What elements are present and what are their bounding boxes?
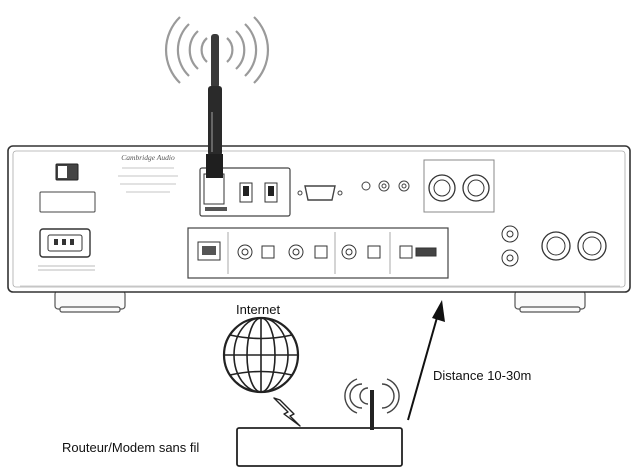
router-label: Routeur/Modem sans fil [62,440,200,455]
wireless-link-bolt [273,397,301,427]
distance-label: Distance 10-30m [433,368,532,383]
rs232-port [297,185,343,201]
control-jacks [361,180,410,192]
device-feet [54,290,586,313]
wifi-usb-module [199,167,291,217]
rating-label [39,191,96,213]
internet-label: Internet [236,302,281,317]
iec-power-inlet [39,228,91,258]
usb-audio-port [399,245,413,259]
router-icon [236,378,403,467]
optical-jack-2 [314,245,328,259]
xlr-outputs-bottom [541,231,607,261]
brand-name: Cambridge Audio [121,153,175,162]
power-section [38,163,96,271]
antenna-signal-waves [164,16,270,84]
distance-arrow [407,300,445,421]
digital-outputs [501,225,519,267]
brand-fine-print [118,167,178,193]
digital-inputs-panel [187,227,449,279]
antenna-socket [203,173,225,205]
optical-jack-1 [261,245,275,259]
xlr-outputs-top [423,159,495,213]
wifi-antenna [206,34,223,178]
internet-globe-icon [222,316,300,394]
optical-jack-3 [367,245,381,259]
